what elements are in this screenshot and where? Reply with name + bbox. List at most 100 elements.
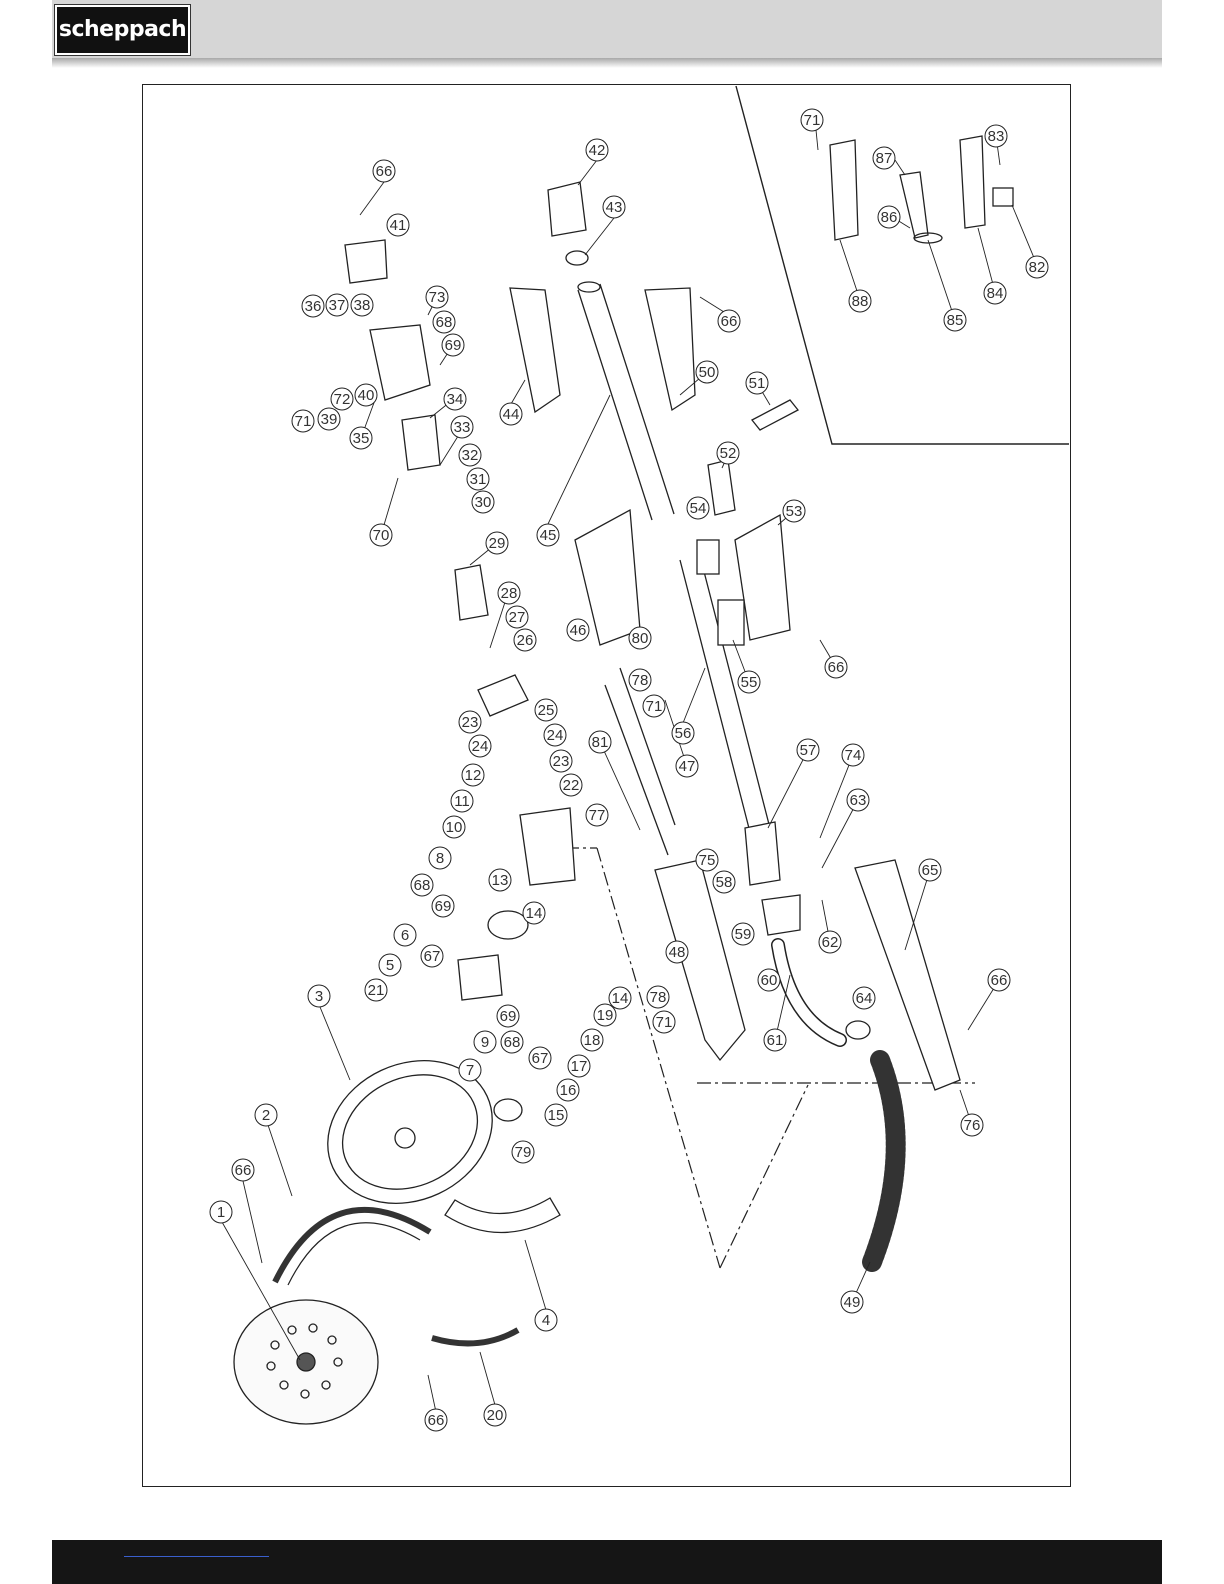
svg-text:37: 37 bbox=[329, 297, 346, 314]
svg-text:11: 11 bbox=[454, 793, 470, 810]
svg-text:68: 68 bbox=[436, 314, 453, 331]
callout-15: 15 bbox=[544, 1103, 568, 1127]
callout-45: 45 bbox=[536, 523, 560, 547]
callout-6: 6 bbox=[393, 923, 417, 947]
side-handle bbox=[854, 859, 961, 1091]
callout-68c: 68 bbox=[500, 1030, 524, 1054]
callout-10: 10 bbox=[442, 815, 466, 839]
callout-17: 17 bbox=[567, 1054, 591, 1078]
callout-82: 82 bbox=[1025, 255, 1049, 279]
svg-text:54: 54 bbox=[690, 500, 707, 517]
callout-68: 68 bbox=[410, 873, 434, 897]
callout-66d: 66 bbox=[987, 968, 1011, 992]
svg-text:65: 65 bbox=[922, 862, 939, 879]
callout-9: 9 bbox=[473, 1030, 497, 1054]
brush-ring bbox=[272, 1207, 432, 1284]
svg-text:7: 7 bbox=[466, 1062, 474, 1079]
svg-text:21: 21 bbox=[368, 982, 385, 999]
callout-21: 21 bbox=[364, 978, 388, 1002]
svg-text:83: 83 bbox=[988, 128, 1005, 145]
callout-69b: 69 bbox=[441, 333, 465, 357]
gear-housing bbox=[519, 807, 576, 886]
callout-41: 41 bbox=[386, 213, 410, 237]
callout-87: 87 bbox=[872, 146, 896, 170]
svg-text:69: 69 bbox=[445, 337, 462, 354]
callout-73: 73 bbox=[425, 285, 449, 309]
callout-66e: 66 bbox=[231, 1158, 255, 1182]
svg-text:69: 69 bbox=[435, 898, 452, 915]
svg-text:74: 74 bbox=[845, 747, 862, 764]
callout-58: 58 bbox=[712, 870, 736, 894]
inset-divider bbox=[735, 85, 1069, 445]
svg-text:29: 29 bbox=[489, 535, 506, 552]
svg-text:49: 49 bbox=[844, 1294, 861, 1311]
svg-text:6: 6 bbox=[401, 927, 409, 944]
callout-71b: 71 bbox=[642, 694, 666, 718]
svg-text:77: 77 bbox=[589, 807, 606, 824]
callout-23: 23 bbox=[549, 749, 573, 773]
svg-text:46: 46 bbox=[570, 622, 587, 639]
callout-57: 57 bbox=[796, 738, 820, 762]
callout-14: 14 bbox=[522, 901, 546, 925]
svg-text:32: 32 bbox=[462, 447, 479, 464]
handle-right bbox=[644, 287, 696, 412]
callout-66c: 66 bbox=[824, 655, 848, 679]
guard-housing bbox=[327, 1060, 493, 1204]
gearbox-plate bbox=[477, 674, 529, 717]
callout-24: 24 bbox=[543, 723, 567, 747]
callout-88: 88 bbox=[848, 289, 872, 313]
callout-56: 56 bbox=[671, 721, 695, 745]
svg-text:66: 66 bbox=[828, 659, 845, 676]
pole-tube bbox=[577, 283, 675, 521]
callout-61: 61 bbox=[763, 1028, 787, 1052]
callout-81: 81 bbox=[588, 730, 612, 754]
callout-64: 64 bbox=[852, 986, 876, 1010]
svg-text:73: 73 bbox=[429, 289, 446, 306]
svg-text:13: 13 bbox=[492, 872, 509, 889]
callout-38: 38 bbox=[350, 293, 374, 317]
svg-text:75: 75 bbox=[699, 852, 716, 869]
callout-18: 18 bbox=[580, 1028, 604, 1052]
svg-text:66: 66 bbox=[991, 972, 1008, 989]
svg-text:62: 62 bbox=[822, 934, 839, 951]
callout-72: 72 bbox=[330, 387, 354, 411]
callout-84: 84 bbox=[983, 281, 1007, 305]
svg-text:60: 60 bbox=[761, 972, 778, 989]
svg-text:2: 2 bbox=[262, 1107, 270, 1124]
callout-32: 32 bbox=[458, 443, 482, 467]
callout-52: 52 bbox=[716, 441, 740, 465]
callout-26: 26 bbox=[513, 628, 537, 652]
callout-66b: 66 bbox=[717, 309, 741, 333]
footer-link-underline[interactable] bbox=[124, 1556, 269, 1557]
svg-text:66: 66 bbox=[235, 1162, 252, 1179]
svg-text:10: 10 bbox=[446, 819, 463, 836]
callout-78: 78 bbox=[628, 668, 652, 692]
svg-text:23: 23 bbox=[462, 714, 479, 731]
svg-text:82: 82 bbox=[1029, 259, 1046, 276]
svg-text:51: 51 bbox=[749, 375, 766, 392]
callout-66: 66 bbox=[372, 159, 396, 183]
callout-47: 47 bbox=[675, 754, 699, 778]
svg-text:38: 38 bbox=[354, 297, 371, 314]
callout-67b: 67 bbox=[528, 1046, 552, 1070]
callout-27: 27 bbox=[505, 605, 529, 629]
svg-text:84: 84 bbox=[987, 285, 1004, 302]
svg-text:24: 24 bbox=[547, 727, 564, 744]
callout-60: 60 bbox=[757, 968, 781, 992]
callout-46: 46 bbox=[566, 618, 590, 642]
svg-text:68: 68 bbox=[504, 1034, 521, 1051]
svg-text:67: 67 bbox=[532, 1050, 549, 1067]
svg-text:68: 68 bbox=[414, 877, 431, 894]
header-shadow bbox=[52, 58, 1162, 68]
callout-39: 39 bbox=[317, 407, 341, 431]
svg-text:57: 57 bbox=[800, 742, 817, 759]
svg-text:85: 85 bbox=[947, 312, 964, 329]
svg-text:27: 27 bbox=[509, 609, 526, 626]
svg-text:24: 24 bbox=[472, 738, 489, 755]
svg-text:1: 1 bbox=[217, 1204, 225, 1221]
svg-text:81: 81 bbox=[592, 734, 609, 751]
callout-75: 75 bbox=[695, 848, 719, 872]
svg-text:16: 16 bbox=[560, 1082, 577, 1099]
callout-5: 5 bbox=[378, 953, 402, 977]
